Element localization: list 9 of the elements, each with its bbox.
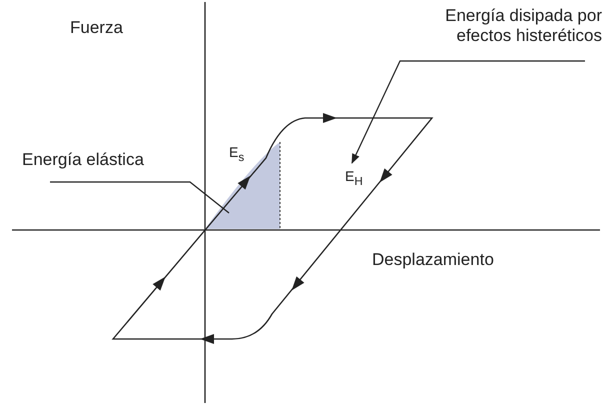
axis-label: Desplazamiento (372, 250, 494, 270)
symbol-label: E$_{H}$ (345, 166, 385, 192)
annotation-text: Energía disipada por efectos histeréticos (396, 6, 602, 46)
leader-line (50, 181, 230, 214)
shaded-area (205, 142, 280, 229)
annotation-text: Energía elástica (22, 150, 172, 170)
leader-line (351, 60, 585, 164)
axis-label: Fuerza (70, 18, 123, 38)
symbol-label: E$_{s}$ (229, 143, 244, 166)
